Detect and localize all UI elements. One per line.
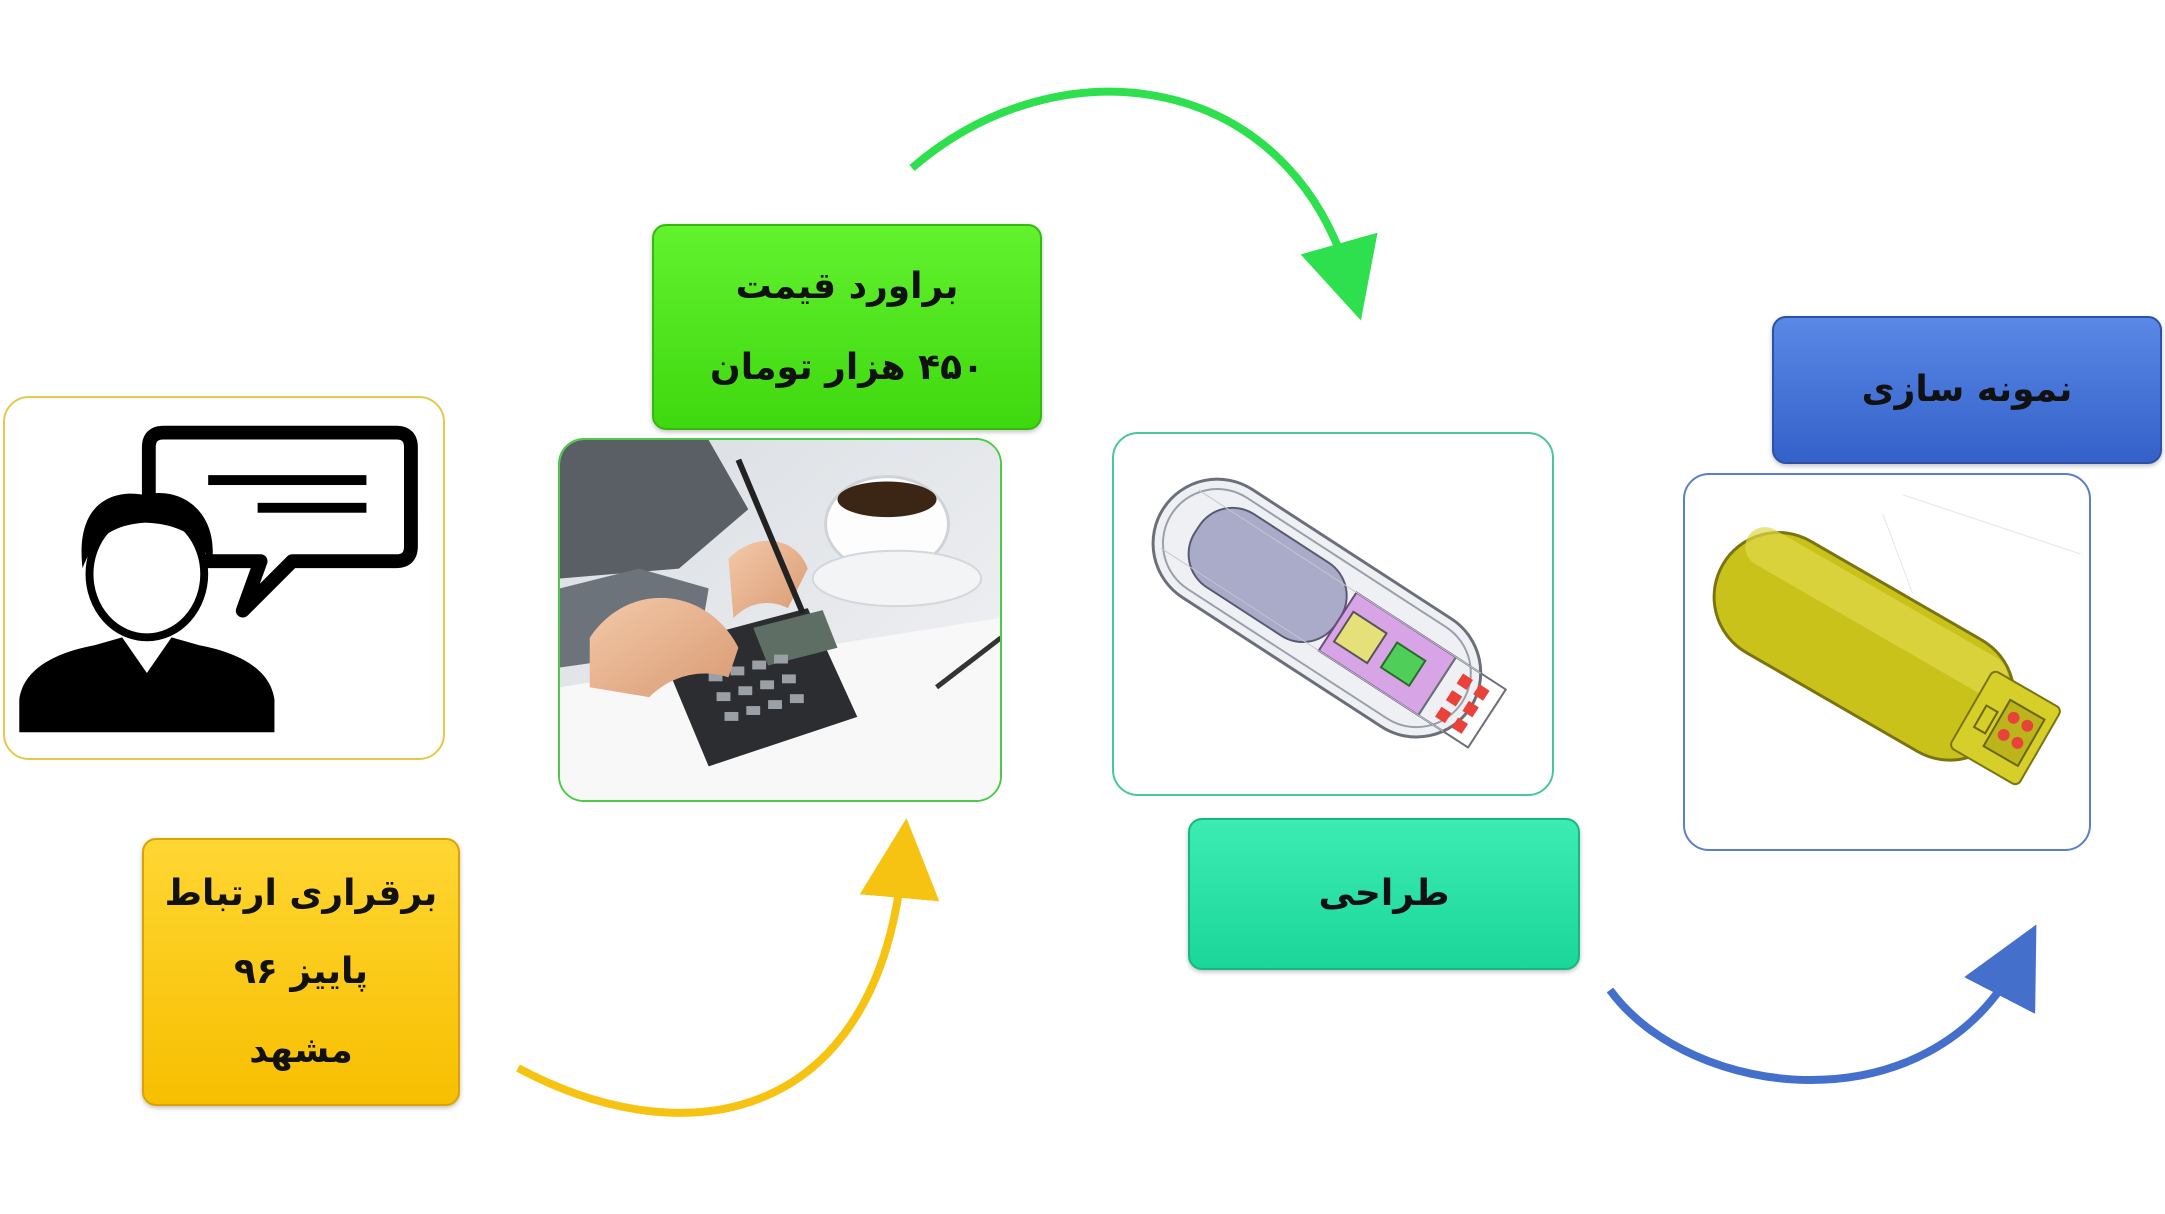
design-picture	[1112, 432, 1554, 796]
estimate-picture	[558, 438, 1002, 802]
contact-picture	[3, 396, 445, 760]
design-title: طراحی	[1318, 873, 1450, 915]
estimate-price: ۴۵۰ هزار تومان	[709, 346, 985, 388]
prototype-title: نمونه سازی	[1861, 369, 2073, 411]
arrow-blue	[1606, 924, 2037, 1084]
arrow-green	[909, 87, 1378, 321]
contact-city: مشهد	[249, 1030, 353, 1072]
design-label: طراحی	[1188, 818, 1580, 970]
usb-cad-solid	[1712, 494, 2082, 786]
prototype-label: نمونه سازی	[1772, 316, 2162, 464]
arrow-yellow	[516, 818, 940, 1117]
estimate-title: براورد قیمت	[735, 265, 959, 307]
prototype-picture	[1683, 473, 2091, 851]
usb-cad-wireframe	[1151, 477, 1508, 749]
calculator-photo	[560, 440, 1000, 800]
contact-date: پاییز ۹۶	[233, 951, 369, 993]
contact-label: برقراری ارتباط پاییز ۹۶ مشهد	[142, 838, 460, 1106]
contact-title: برقراری ارتباط	[164, 872, 438, 914]
estimate-label: براورد قیمت ۴۵۰ هزار تومان	[652, 224, 1042, 430]
person-speech-icon	[19, 425, 418, 733]
